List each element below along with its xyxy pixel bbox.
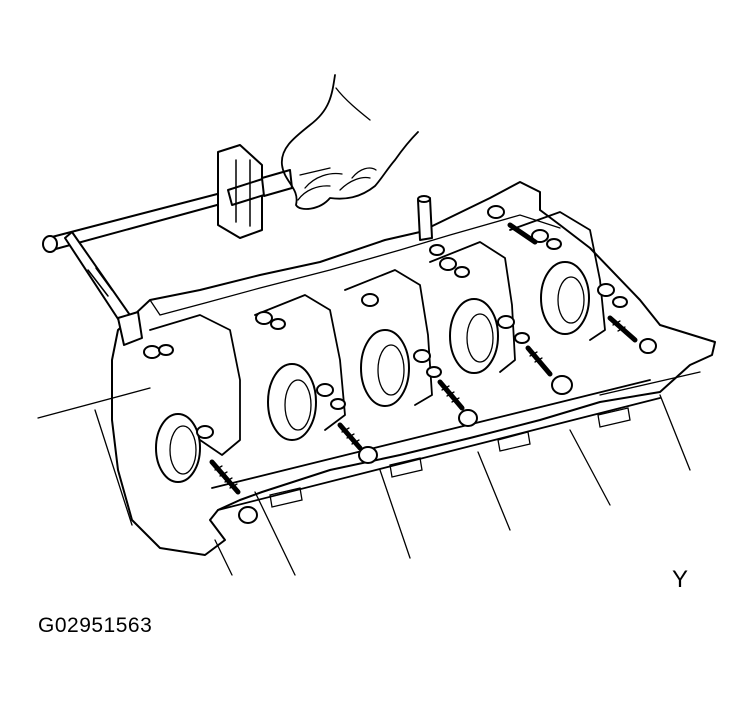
bearing-bore-4 [449,298,499,374]
bearing-bores [155,261,590,483]
cap-bolt [316,383,346,410]
block-lower-skirt [37,371,701,576]
side-bolt [525,345,573,395]
dowel-pin [417,195,433,241]
cap-bolt [439,257,470,278]
side-bolts [209,222,657,524]
cap-bolt [143,344,174,359]
cap-bolt [497,315,530,344]
cap-bolt [429,244,445,256]
side-bolt [238,506,258,524]
bearing-caps [149,211,606,456]
side-bolt [507,222,538,245]
cap-bolt [255,311,286,330]
side-bolt [607,315,657,354]
cap-bolt [487,205,505,219]
bearing-bore-1 [155,413,201,483]
view-indicator-label: Y [672,566,689,593]
bearing-bore-3 [360,329,410,407]
side-bolt [209,459,241,495]
cap-bolt [196,425,214,439]
hand-holding-tool [281,74,419,210]
bearing-bore-2 [267,363,317,441]
figure-code: G02951563 [38,614,153,637]
engine-block [111,181,716,556]
cap-bolts [143,205,628,439]
cap-bolt [531,229,562,250]
cap-bolt [413,349,442,378]
cap-bolt [597,283,628,308]
side-bolt [437,379,478,427]
side-bolt [337,422,378,464]
bearing-bore-5 [540,261,590,335]
torque-wrench-tool [42,144,293,346]
cap-bolt [361,293,379,307]
